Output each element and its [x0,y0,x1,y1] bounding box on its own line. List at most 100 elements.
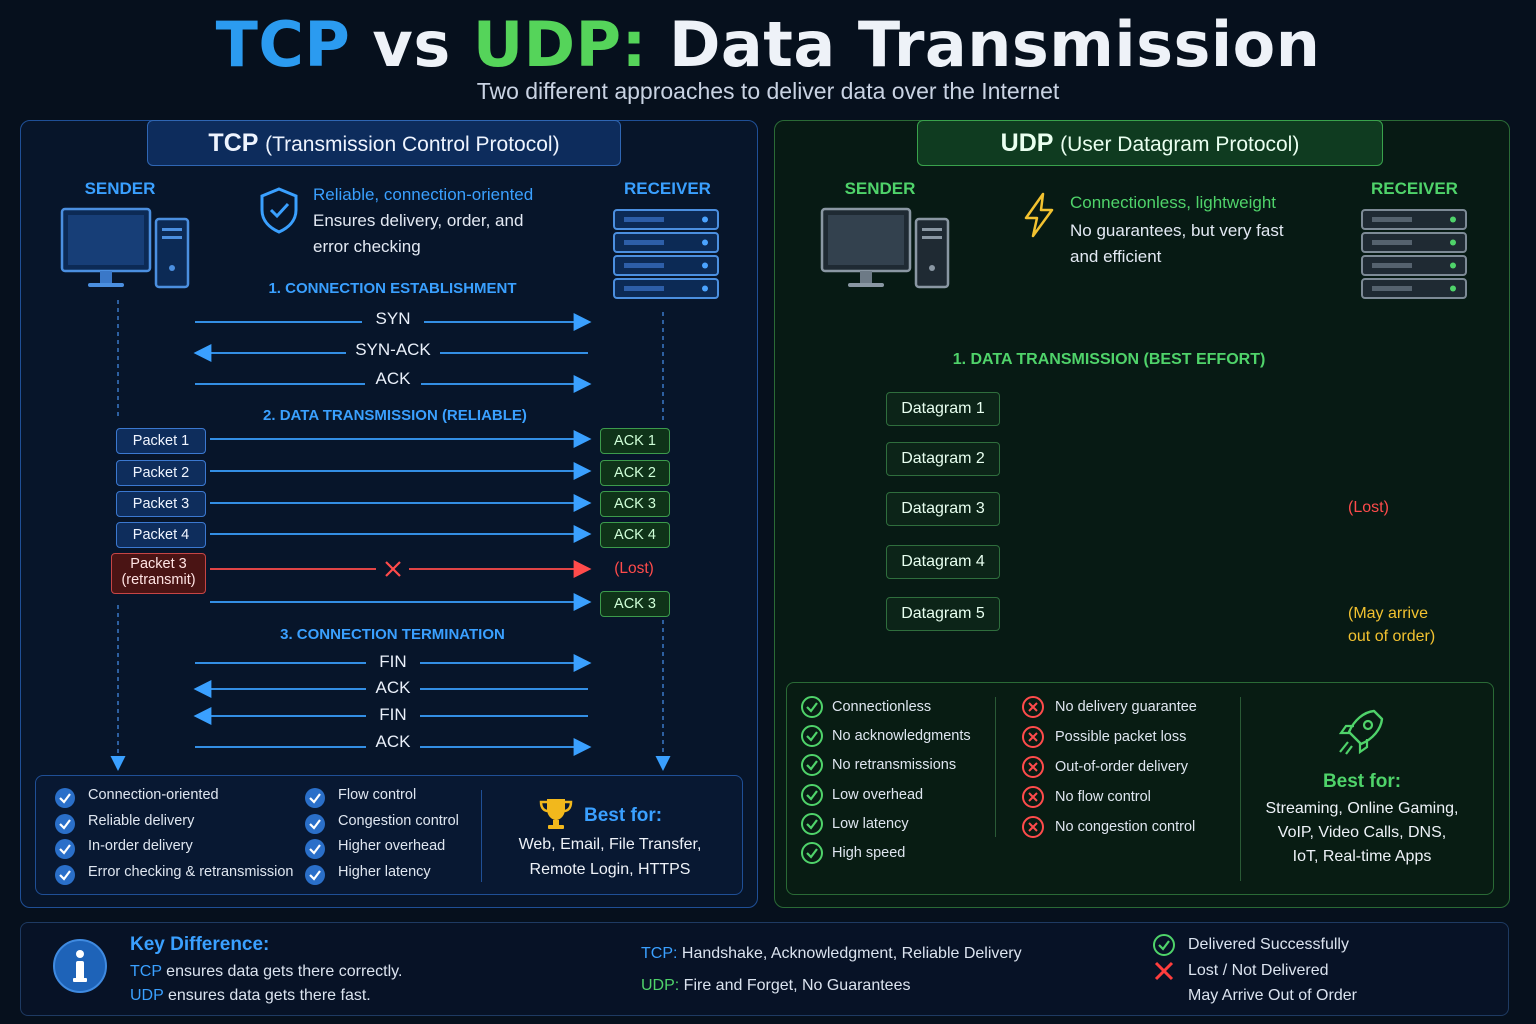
tcp-best-title: Best for: [584,805,663,826]
udp-order-line2: out of order) [1348,628,1436,645]
datagram-3: Datagram 3 [886,492,1000,526]
packet-2: Packet 2 [116,460,206,486]
legend-udp-label: UDP: [641,977,680,994]
ack-3: ACK 3 [600,491,670,517]
info-icon [53,939,107,993]
udp-box-divider-2 [1240,697,1241,881]
udp-receiver-label: RECEIVER [1371,179,1458,198]
feature-item: Flow control [304,786,474,812]
title-vs: vs [372,8,451,81]
udp-best-body: Streaming, Online Gaming, VoIP, Video Ca… [1250,797,1474,869]
pro-item: Low overhead [800,783,1000,812]
feature-item: Congestion control [304,812,474,838]
check-icon [304,864,326,891]
check-circle-icon [800,724,824,753]
datagram-4: Datagram 4 [886,545,1000,579]
title-rest: Data Transmission [668,8,1321,81]
udp-section-1: 1. DATA TRANSMISSION (BEST EFFORT) [952,351,1266,368]
desktop-computer-icon [60,207,190,289]
udp-header-full: (User Datagram Protocol) [1060,133,1300,156]
tcp-receiver-label: RECEIVER [624,179,711,198]
x-circle-icon [1021,695,1045,724]
check-icon [54,813,76,840]
pro-item: High speed [800,841,1000,870]
rocket-icon [1338,709,1384,755]
fin-label: FIN [366,652,420,672]
tcp-features-box [35,775,743,895]
pro-item: No acknowledgments [800,724,1000,753]
retransmit-line2: (retransmit) [121,572,196,588]
pro-item: Low latency [800,812,1000,841]
con-item: No flow control [1021,785,1231,815]
tcp-lost-label: (Lost) [614,560,654,577]
packet-4: Packet 4 [116,522,206,548]
legend-tcp: TCP: Handshake, Acknowledgment, Reliable… [641,945,1022,963]
legend-udp-text: Fire and Forget, No Guarantees [679,977,911,994]
legend-order: May Arrive Out of Order [1188,987,1357,1004]
desktop-computer-icon [820,207,950,289]
tcp-description: Reliable, connection-oriented Ensures de… [313,182,613,260]
udp-sender-label: SENDER [844,179,916,198]
tcp-box-divider [481,790,482,882]
title-udp: UDP: [472,8,647,81]
key-udp-line: UDP ensures data gets there fast. [130,984,510,1008]
udp-features-box [786,682,1494,895]
packet-3: Packet 3 [116,491,206,517]
legend-delivered: Delivered Successfully [1188,936,1349,953]
x-circle-icon [1021,815,1045,844]
check-circle-icon [800,812,824,841]
check-icon [304,838,326,865]
feature-item: Reliable delivery [54,812,294,838]
tcp-section-3: 3. CONNECTION TERMINATION [280,626,505,643]
feature-item: In-order delivery [54,837,294,863]
packet-1: Packet 1 [116,428,206,454]
pro-item: Connectionless [800,695,1000,724]
syn-ack-label: SYN-ACK [346,340,440,360]
legend-tcp-label: TCP: [641,945,678,962]
udp-header-abbr: UDP [1000,129,1054,157]
udp-tagline: Connectionless, lightweight [1070,193,1277,212]
udp-order-label: (May arrive out of order) [1348,602,1435,648]
shield-check-icon [260,187,298,234]
check-icon [304,813,326,840]
con-item: No delivery guarantee [1021,695,1231,725]
pro-item: No retransmissions [800,753,1000,782]
ack-4: ACK 4 [600,522,670,548]
x-circle-icon [1021,755,1045,784]
x-circle-icon [1021,785,1045,814]
ack-3-resent: ACK 3 [600,591,670,617]
page-subtitle: Two different approaches to deliver data… [476,78,1060,104]
tcp-header: TCP (Transmission Control Protocol) [147,120,621,166]
ack-back-label: ACK [366,678,420,698]
datagram-5: Datagram 5 [886,597,1000,631]
tcp-desc-line2: error checking [313,237,421,256]
x-circle-icon [1021,725,1045,754]
server-rack-icon [1361,209,1467,299]
feature-item: Higher latency [304,863,474,889]
key-tcp-text: ensures data gets there correctly. [161,963,403,980]
check-icon [54,838,76,865]
feature-item: Higher overhead [304,837,474,863]
tcp-best-line1: Web, Email, File Transfer, [518,836,702,853]
tcp-features-col1: Connection-oriented Reliable delivery In… [54,786,294,888]
syn-label: SYN [362,309,424,329]
feature-item: Connection-oriented [54,786,294,812]
trophy-icon [539,799,573,829]
udp-box-divider-1 [995,697,996,837]
udp-desc-line1: No guarantees, but very fast [1070,221,1284,240]
legend-lost: Lost / Not Delivered [1188,962,1329,979]
key-title: Key Difference: [130,934,270,955]
key-tcp-line: TCP ensures data gets there correctly. [130,960,510,984]
tcp-sender-label: SENDER [84,179,156,198]
lost-x-icon [385,561,401,577]
udp-best-title: Best for: [1322,771,1402,792]
datagram-1: Datagram 1 [886,392,1000,426]
tcp-section-2: 2. DATA TRANSMISSION (RELIABLE) [263,407,527,424]
key-tcp-word: TCP [130,963,162,980]
tcp-section-1: 1. CONNECTION ESTABLISHMENT [268,280,517,297]
title-tcp: TCP [215,8,351,81]
ack-1: ACK 1 [600,428,670,454]
key-difference: Key Difference: TCP ensures data gets th… [130,934,510,1008]
check-circle-icon [800,753,824,782]
key-udp-word: UDP [130,987,164,1004]
